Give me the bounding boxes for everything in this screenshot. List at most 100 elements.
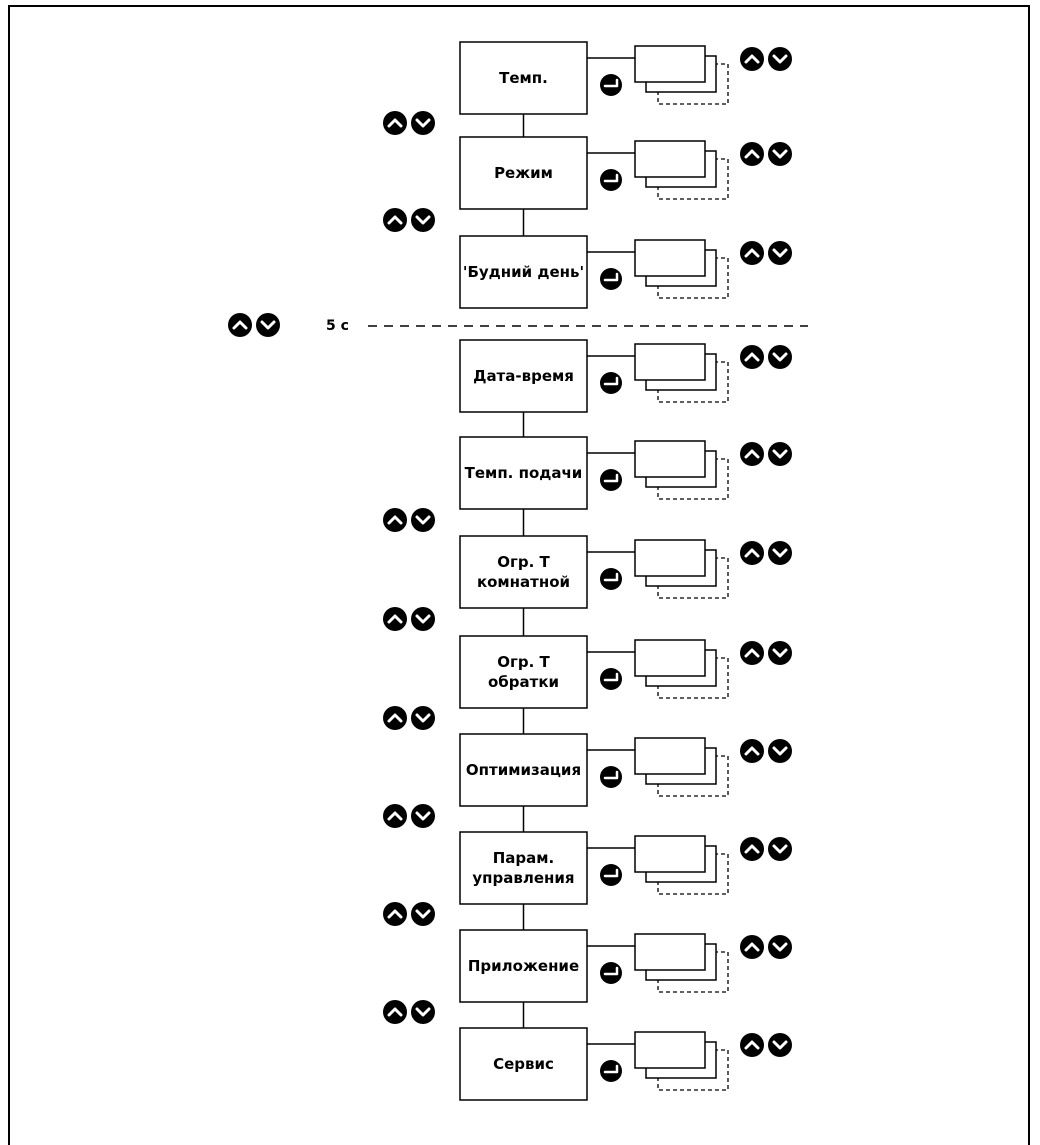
arrow-up-icon [740,541,764,565]
arrow-up-icon [740,241,764,265]
submenu-arrow-pair[interactable] [740,47,792,71]
arrow-down-icon [768,935,792,959]
enter-button-icon[interactable] [600,864,622,886]
submenu-panel-front [634,343,706,381]
menu-box [459,1027,588,1101]
submenu-arrow-pair[interactable] [740,442,792,466]
menu-item-weekday[interactable]: 'Будний день' [459,235,588,309]
menu-label: комнатной [477,573,570,591]
arrow-up-icon [383,804,407,828]
menu-label: Темп. подачи [465,464,583,482]
menu-box [459,41,588,115]
submenu-panel-front [634,440,706,478]
menu-label: Парам. [493,849,555,867]
nav-arrow-pair[interactable] [383,1000,435,1024]
submenu-arrow-pair[interactable] [740,241,792,265]
arrow-up-icon [383,508,407,532]
menu-label: Приложение [468,957,579,975]
arrow-down-icon [411,508,435,532]
enter-button-icon[interactable] [600,169,622,191]
menu-box [459,235,588,309]
menu-item-control-params[interactable]: Парам. управления [459,831,588,905]
arrow-down-icon [768,345,792,369]
submenu-arrow-pair[interactable] [740,837,792,861]
enter-button-icon[interactable] [600,74,622,96]
menu-box [459,535,588,609]
menu-item-mode[interactable]: Режим [459,136,588,210]
submenu-panel-front [634,933,706,971]
menu-box [459,733,588,807]
arrow-down-icon [768,641,792,665]
enter-button-icon[interactable] [600,268,622,290]
arrow-up-icon [740,142,764,166]
arrow-up-icon [740,345,764,369]
arrow-up-icon [740,739,764,763]
arrow-down-icon [768,142,792,166]
submenu-panel-front [634,639,706,677]
nav-arrow-pair[interactable] [383,508,435,532]
arrow-down-icon [411,607,435,631]
menu-item-flow-temp[interactable]: Темп. подачи [459,436,588,510]
submenu-arrow-pair[interactable] [740,1033,792,1057]
separator-arrow-pair[interactable] [228,313,280,337]
menu-item-service[interactable]: Сервис [459,1027,588,1101]
submenu-panel-front [634,539,706,577]
nav-arrow-pair[interactable] [383,208,435,232]
submenu-arrow-pair[interactable] [740,541,792,565]
enter-button-icon[interactable] [600,372,622,394]
arrow-down-icon [411,902,435,926]
enter-button-icon[interactable] [600,469,622,491]
nav-arrow-pair[interactable] [383,902,435,926]
arrow-down-icon [768,47,792,71]
menu-item-datetime[interactable]: Дата-время [459,339,588,413]
arrow-down-icon [256,313,280,337]
nav-arrow-pair[interactable] [383,804,435,828]
enter-button-icon[interactable] [600,766,622,788]
separator-label: 5 с [326,318,349,334]
arrow-down-icon [768,241,792,265]
arrow-down-icon [411,1000,435,1024]
arrow-up-icon [383,706,407,730]
arrow-up-icon [383,607,407,631]
menu-label: Режим [494,164,553,182]
nav-arrow-pair[interactable] [383,111,435,135]
menu-box [459,831,588,905]
submenu-arrow-pair[interactable] [740,739,792,763]
submenu-panel-front [634,1031,706,1069]
arrow-down-icon [411,208,435,232]
nav-arrow-pair[interactable] [383,706,435,730]
submenu-arrow-pair[interactable] [740,142,792,166]
menu-box [459,929,588,1003]
submenu-panel-front [634,737,706,775]
nav-arrow-pair[interactable] [383,607,435,631]
enter-button-icon[interactable] [600,568,622,590]
menu-box [459,339,588,413]
enter-button-icon[interactable] [600,1060,622,1082]
menu-item-application[interactable]: Приложение [459,929,588,1003]
menu-item-optimization[interactable]: Оптимизация [459,733,588,807]
enter-button-icon[interactable] [600,962,622,984]
menu-label: Темп. [499,69,548,87]
arrow-up-icon [383,902,407,926]
submenu-arrow-pair[interactable] [740,935,792,959]
menu-label: управления [472,869,574,887]
submenu-panel-front [634,45,706,83]
submenu-arrow-pair[interactable] [740,345,792,369]
submenu-panel-front [634,835,706,873]
menu-label: Огр. Т [497,653,550,671]
menu-item-temp[interactable]: Темп. [459,41,588,115]
arrow-down-icon [768,1033,792,1057]
arrow-down-icon [411,804,435,828]
arrow-up-icon [228,313,252,337]
arrow-up-icon [740,837,764,861]
submenu-panel-front [634,140,706,178]
arrow-up-icon [740,641,764,665]
arrow-down-icon [768,739,792,763]
arrow-down-icon [768,837,792,861]
arrow-up-icon [740,47,764,71]
submenu-arrow-pair[interactable] [740,641,792,665]
enter-button-icon[interactable] [600,668,622,690]
menu-label: Дата-время [473,367,574,385]
